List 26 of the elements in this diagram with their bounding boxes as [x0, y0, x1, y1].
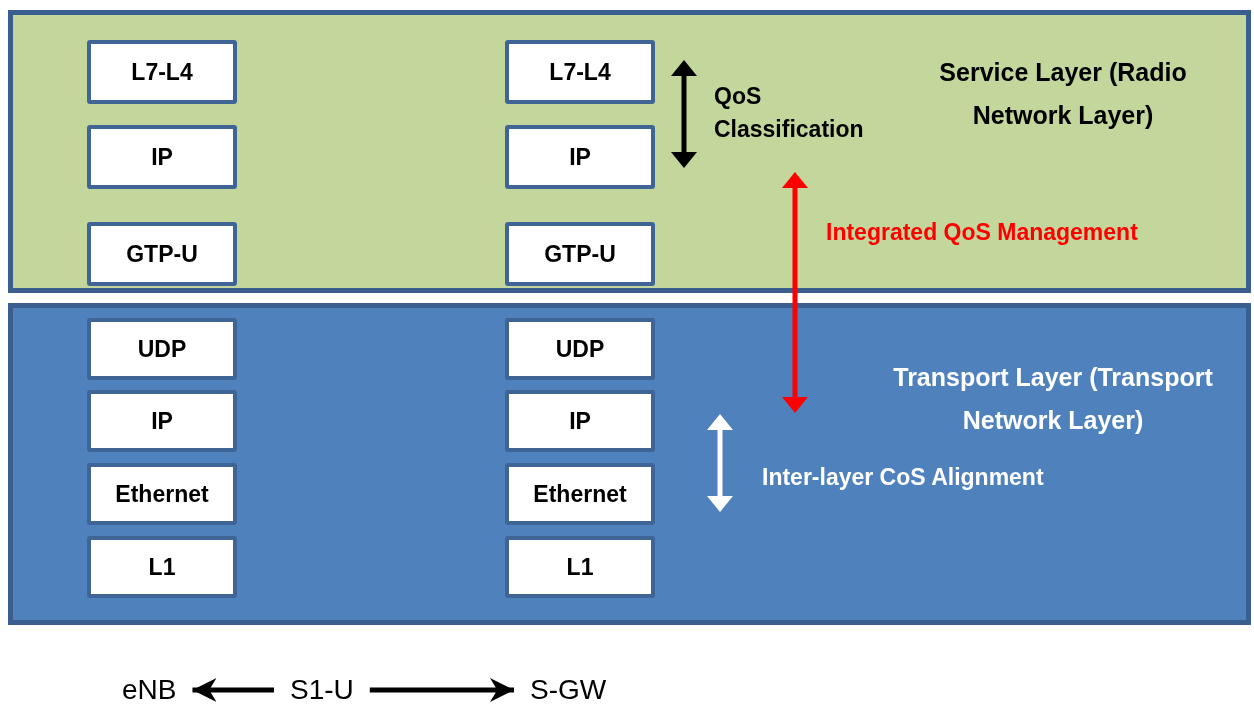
node-label: S1-U	[290, 676, 354, 704]
layer-band	[8, 10, 1251, 293]
protocol-box: GTP-U	[505, 222, 655, 286]
protocol-box: IP	[505, 125, 655, 189]
arrow-label: QoS Classification	[714, 82, 865, 145]
protocol-box: L1	[87, 536, 237, 598]
protocol-box: UDP	[505, 318, 655, 380]
node-label: S-GW	[530, 676, 607, 704]
layer-title: Transport Layer (Transport Network Layer)	[892, 362, 1214, 436]
protocol-box: L7-L4	[87, 40, 237, 104]
protocol-box: L1	[505, 536, 655, 598]
protocol-box: Ethernet	[87, 463, 237, 525]
protocol-box: IP	[87, 125, 237, 189]
protocol-box: UDP	[87, 318, 237, 380]
protocol-box: IP	[505, 390, 655, 452]
arrow	[192, 678, 274, 702]
node-label: eNB	[122, 676, 177, 704]
arrow	[369, 678, 514, 702]
protocol-box: IP	[87, 390, 237, 452]
arrow-label: Integrated QoS Management	[826, 218, 1138, 247]
protocol-box: GTP-U	[87, 222, 237, 286]
protocol-box: Ethernet	[505, 463, 655, 525]
layer-band	[8, 303, 1251, 625]
arrow-label: Inter-layer CoS Alignment	[762, 463, 1044, 492]
layer-title: Service Layer (Radio Network Layer)	[938, 57, 1188, 131]
protocol-box: L7-L4	[505, 40, 655, 104]
